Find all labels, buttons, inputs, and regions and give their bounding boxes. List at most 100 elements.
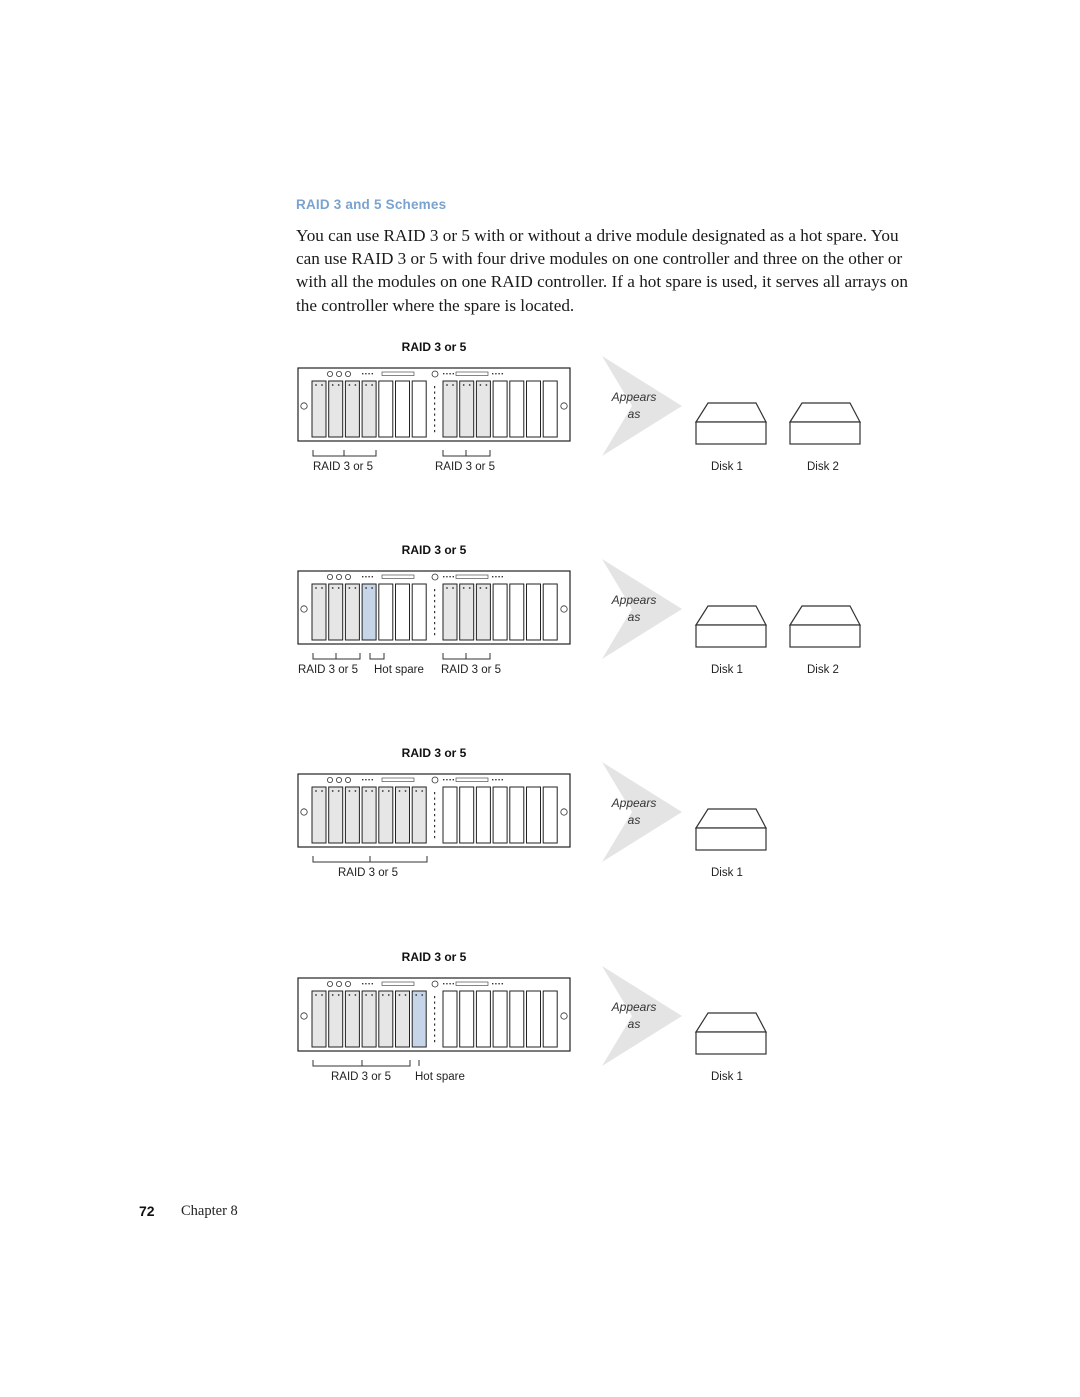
divider-dot (434, 589, 436, 592)
module-led (321, 790, 323, 792)
divider-dot (434, 627, 436, 630)
appears-text: Appears (611, 796, 657, 810)
divider-dot (434, 430, 436, 433)
divider-dot (434, 413, 436, 416)
drive-module (442, 380, 458, 438)
disk-icon (694, 605, 767, 648)
raid-enclosure-diagram (297, 367, 571, 442)
drive-module (459, 583, 475, 641)
module-led (371, 994, 373, 996)
divider-dot (434, 424, 436, 427)
vent-dot (362, 779, 364, 781)
latch-icon (560, 808, 568, 816)
module-led (354, 790, 357, 792)
module-led (371, 384, 373, 386)
latch-icon (300, 402, 308, 410)
drive-module (311, 786, 327, 844)
vent-dot (371, 576, 373, 578)
bracket-group (312, 450, 491, 457)
vent-dot (365, 779, 367, 781)
divider-dot (434, 1001, 436, 1004)
arrow-icon (602, 559, 682, 659)
drive-module (492, 786, 508, 844)
raid-figure-1: RAID 3 or 5 RAID 3 or 5 RAID 3 or 5 Appe… (0, 340, 1080, 490)
drive-module (328, 380, 344, 438)
drive-module (411, 990, 427, 1048)
drive-module (509, 583, 525, 641)
module-led (354, 587, 357, 589)
arrow-icon (602, 356, 682, 456)
figure-title: RAID 3 or 5 (401, 950, 467, 964)
drive-module (328, 990, 344, 1048)
bay-label: RAID 3 or 5 (338, 867, 399, 879)
divider-dot (434, 1040, 436, 1043)
module-led (348, 994, 351, 996)
drive-module (378, 583, 394, 641)
module-led (321, 384, 323, 386)
arrow-icon (602, 966, 682, 1066)
module-led (468, 587, 471, 589)
drive-module (475, 380, 491, 438)
drive-module (475, 786, 491, 844)
divider-dot (434, 622, 436, 625)
raid-figure-2: RAID 3 or 5 RAID 3 or 5 Hot spare RAID 3… (0, 543, 1080, 693)
drive-module (395, 380, 410, 438)
vent-dot (498, 373, 500, 375)
status-light-icon (344, 573, 351, 580)
module-led (485, 587, 488, 589)
drive-module (344, 786, 360, 844)
divider-dot (434, 830, 436, 833)
drive-module (395, 583, 410, 641)
arrow-icon (602, 762, 682, 862)
as-text: as (627, 407, 641, 421)
vent-dot (452, 779, 454, 781)
appears-label: Appears as (598, 389, 670, 423)
bay-label: RAID 3 or 5 (313, 461, 374, 473)
module-led (337, 384, 340, 386)
divider-dot (434, 391, 436, 394)
module-led (485, 384, 488, 386)
vent-dot (452, 373, 454, 375)
vent-dot (368, 983, 370, 985)
status-light-icon (335, 370, 342, 377)
module-led (331, 587, 334, 589)
grille (381, 574, 415, 579)
drive-module (542, 786, 558, 844)
vent-dot (365, 576, 367, 578)
vent-dot (443, 373, 445, 375)
grille (455, 981, 489, 986)
module-led (446, 587, 448, 589)
divider-dot (434, 819, 436, 822)
figure-title: RAID 3 or 5 (401, 543, 467, 557)
divider-dot (434, 402, 436, 405)
drive-module (526, 786, 541, 844)
module-led (415, 790, 418, 792)
divider-dot (434, 836, 436, 839)
divider-dot (434, 594, 436, 597)
appears-text: Appears (611, 390, 657, 404)
disk-label: Disk 2 (807, 461, 839, 473)
latch-icon (560, 605, 568, 613)
bracket-group (312, 856, 428, 863)
divider-dot (434, 996, 436, 999)
module-led (331, 790, 334, 792)
vent-dot (449, 779, 451, 781)
vent-dot (492, 373, 494, 375)
drive-module (361, 583, 377, 641)
raid-enclosure-diagram (297, 570, 571, 645)
module-led (371, 790, 373, 792)
vent-dot (443, 983, 445, 985)
vent-dot (495, 779, 497, 781)
figure-title: RAID 3 or 5 (401, 746, 467, 760)
appears-text: Appears (611, 593, 657, 607)
module-led (354, 994, 357, 996)
grille (381, 371, 415, 376)
module-led (404, 994, 407, 996)
drive-module (442, 583, 458, 641)
drive-module (442, 990, 458, 1048)
module-led (315, 790, 317, 792)
vent-dot (492, 983, 494, 985)
module-led (398, 790, 401, 792)
grille (455, 371, 489, 376)
latch-icon (300, 605, 308, 613)
